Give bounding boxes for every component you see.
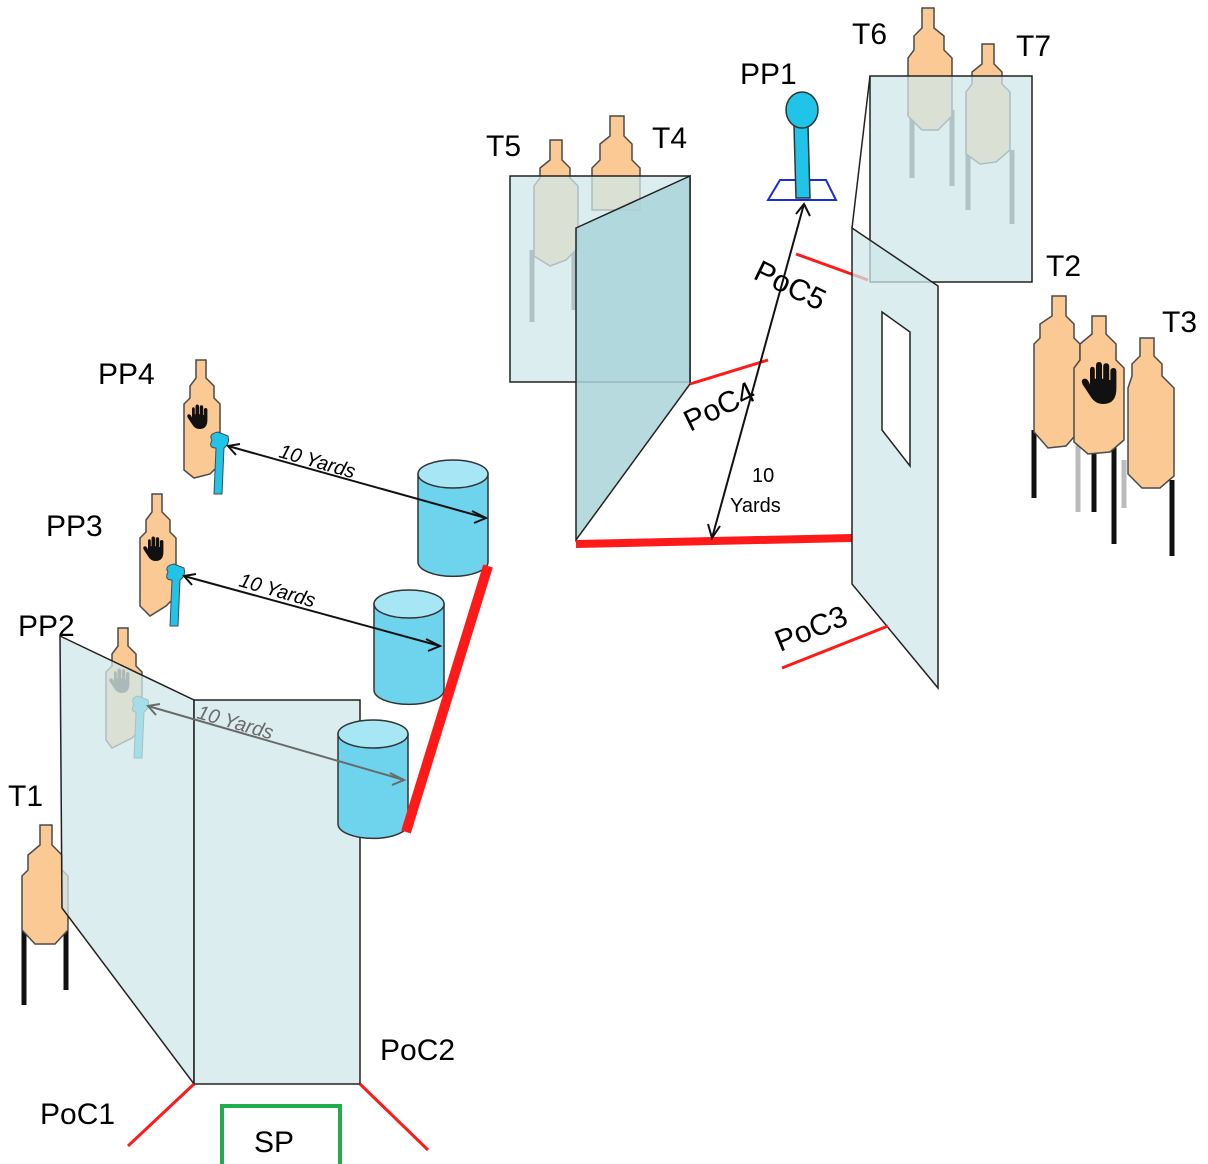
label-t1: T1 — [8, 780, 43, 813]
door-opening — [881, 310, 911, 469]
barrel-bottom — [337, 719, 409, 840]
barrel-middle — [373, 589, 445, 706]
target-t2 — [1031, 295, 1081, 512]
label-pp4: PP4 — [98, 358, 155, 391]
fault-line-poc1 — [126, 1082, 196, 1148]
target-no-shoot-t2-t3 — [1073, 315, 1125, 544]
distance-label-pp1-unit: Yards — [730, 495, 781, 517]
label-t4: T4 — [652, 122, 687, 155]
target-t3 — [1121, 337, 1175, 556]
label-poc5: PoC5 — [749, 255, 831, 318]
fault-line-poc3 — [781, 624, 889, 670]
wall-left-front — [193, 699, 361, 1085]
start-position-box — [220, 1104, 342, 1164]
distance-arrow-pp2 — [146, 703, 407, 786]
distance-arrow-pp4 — [226, 443, 489, 524]
label-poc2: PoC2 — [380, 1034, 455, 1067]
label-pp2: PP2 — [18, 610, 75, 643]
label-pp3: PP3 — [46, 510, 103, 543]
fault-line-main — [575, 534, 853, 548]
fault-line-poc4 — [689, 358, 769, 386]
wall-door-angled — [851, 226, 939, 691]
target-t1 — [21, 824, 69, 1005]
distance-arrow-pp1 — [707, 202, 811, 541]
label-poc1: PoC1 — [40, 1098, 115, 1131]
label-sp: SP — [254, 1126, 294, 1159]
label-t3: T3 — [1162, 306, 1197, 339]
wall-middle-angled — [575, 174, 691, 543]
target-pp3 — [139, 493, 185, 627]
distance-label-pp1-value: 10 — [752, 465, 774, 487]
label-t7: T7 — [1016, 30, 1051, 63]
label-pp1: PP1 — [740, 58, 797, 91]
barrel-top — [417, 459, 489, 578]
distance-arrow-pp3 — [182, 573, 443, 652]
target-pp4 — [183, 359, 229, 495]
fault-line-barrels — [401, 564, 493, 834]
wall-left-angled — [59, 634, 195, 1087]
wall-right-back — [869, 75, 1033, 283]
popper-pp1 — [766, 91, 838, 201]
label-t5: T5 — [486, 130, 521, 163]
label-poc3: PoC3 — [770, 600, 852, 659]
label-t2: T2 — [1046, 250, 1081, 283]
label-t6: T6 — [852, 18, 887, 51]
fault-line-poc2 — [358, 1082, 430, 1152]
distance-label-pp4: 10 Yards — [277, 441, 358, 484]
distance-label-pp3: 10 Yards — [237, 570, 318, 613]
